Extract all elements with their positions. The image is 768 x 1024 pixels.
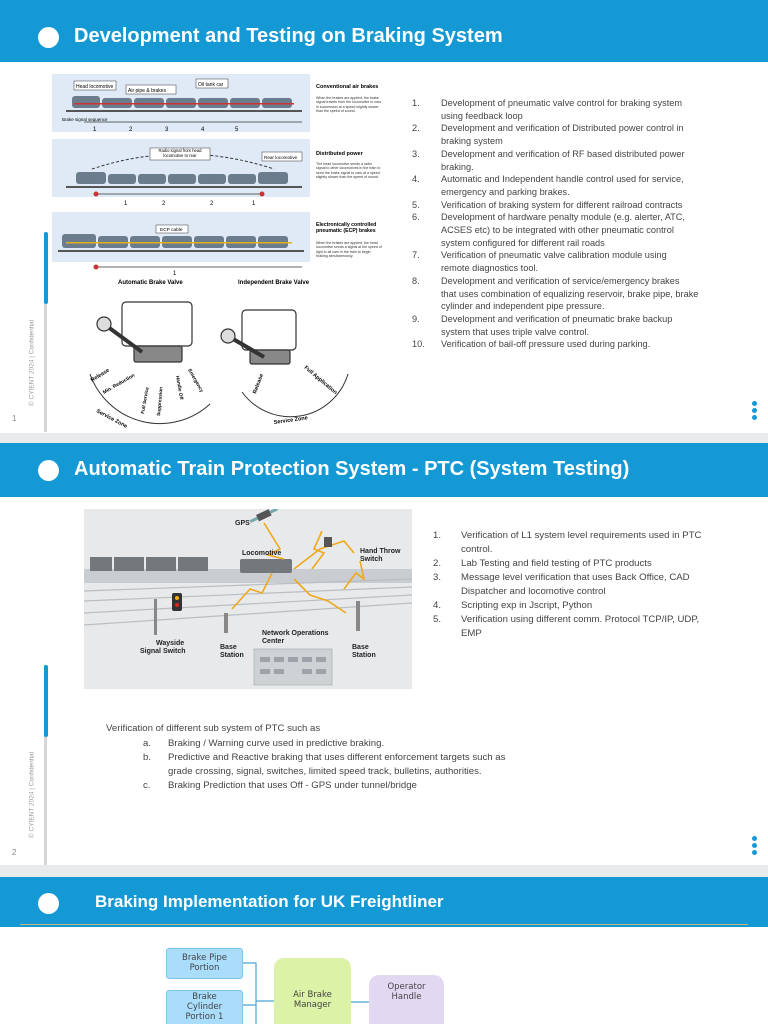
slide-header: Automatic Train Protection System - PTC … <box>0 443 768 497</box>
label-gps: GPS <box>235 520 250 527</box>
panel-body-conventional: When the brakes are applied, the brake s… <box>316 96 382 114</box>
slide-2: Automatic Train Protection System - PTC … <box>0 443 768 865</box>
valve-label-suppression: Suppression <box>156 387 165 417</box>
list-item: 3.Development and verification of RF bas… <box>412 148 685 172</box>
valve-label-min-reduction: Min. Reduction <box>102 373 136 396</box>
slide-1: Development and Testing on Braking Syste… <box>0 0 768 433</box>
label-noc: Network Operations <box>262 630 329 637</box>
valve-title-automatic: Automatic Brake Valve <box>118 280 183 286</box>
title-underline <box>20 924 748 925</box>
ptc-sublist: a.Braking / Warning curve used in predic… <box>143 737 583 793</box>
bullet-dot <box>38 893 59 914</box>
side-rule <box>43 665 48 865</box>
list-item: 9.Development and verification of pneuma… <box>412 313 673 337</box>
valve-label-full-application: Full Application <box>303 365 339 396</box>
list-item: 5.Verification of braking system for dif… <box>412 199 683 210</box>
panel-heading-distributed: Distributed power <box>316 151 364 157</box>
list-item: b.Predictive and Reactive braking that u… <box>143 752 506 777</box>
seq-number: 2 <box>210 201 214 207</box>
slide-header: Development and Testing on Braking Syste… <box>0 0 768 62</box>
valve-label-release-ind: Release <box>252 373 265 395</box>
label-base-station-left: Base <box>220 644 237 651</box>
bullet-dot <box>38 460 59 481</box>
page-number: 2 <box>12 848 17 857</box>
seq-number: 3 <box>165 127 169 133</box>
page-number: 1 <box>12 414 17 423</box>
seq-number: 1 <box>93 127 97 133</box>
label-locomotive: Locomotive <box>242 550 281 557</box>
ptc-figure: GPS Locomotive Hand Throw Switch Wayside… <box>84 509 412 689</box>
sub-intro: Verification of different sub system of … <box>106 723 321 734</box>
valve-label-release: Release <box>90 368 111 384</box>
list-item: 3.Message level verification that uses B… <box>433 572 690 597</box>
label-air-pipe: Air pipe & brakes <box>128 88 167 94</box>
panel-heading-conventional: Conventional air brakes <box>316 84 378 90</box>
list-item: 4.Scripting exp in Jscript, Python <box>433 600 593 611</box>
valve-label-full-service: Full Service <box>140 386 151 414</box>
label-rear-locomotive: Rear locomotive <box>264 155 298 160</box>
label-ecp-cable: ECP cable <box>160 227 183 233</box>
list-item: 6.Development of hardware penalty module… <box>412 212 685 248</box>
label-hand-throw: Switch <box>360 556 383 563</box>
slide-title: Development and Testing on Braking Syste… <box>74 25 503 47</box>
slide-3: Braking Implementation for UK Freightlin… <box>0 877 768 1024</box>
list-item: 4.Automatic and Independent handle contr… <box>412 174 684 197</box>
slide-title: Automatic Train Protection System - PTC … <box>74 458 630 480</box>
list-item: 1.Development of pneumatic valve control… <box>412 98 683 121</box>
panel-heading-ecp: Electronically controlled pneumatic (ECP… <box>316 222 377 235</box>
seq-number: 2 <box>129 127 133 133</box>
seq-number: 4 <box>201 127 205 133</box>
braking-list: 1.Development of pneumatic valve control… <box>412 97 730 351</box>
valve-label-handle-off: Handle Off <box>174 375 184 400</box>
valve-label-service-zone: Service Zone <box>95 408 128 429</box>
slide-header: Braking Implementation for UK Freightlin… <box>0 877 768 927</box>
seq-number: 5 <box>235 127 239 133</box>
valve-title-independent: Independent Brake Valve <box>238 280 310 286</box>
panel-body-distributed: The head locomotive sends a radio signal… <box>316 162 381 180</box>
list-item: 7.Verification of pneumatic valve calibr… <box>412 250 667 274</box>
label-brake-seq: Brake signal sequence <box>62 117 108 122</box>
label-base-station-left: Station <box>220 652 244 659</box>
seq-number: 1 <box>173 271 177 277</box>
seq-number: 1 <box>252 201 256 207</box>
label-radio-signal: Radio signal from head locomotive to rea… <box>158 148 202 159</box>
valve-label-emergency: Emergency <box>186 368 204 394</box>
diagram-connector-right <box>350 1001 372 1003</box>
valve-label-service-zone-ind: Service Zone <box>273 415 308 426</box>
list-item: c.Braking Prediction that uses Off - GPS… <box>143 780 417 791</box>
label-wayside: Wayside <box>156 640 184 647</box>
label-noc: Center <box>262 638 284 645</box>
label-wayside: Signal Switch <box>140 648 186 655</box>
more-options-icon[interactable] <box>750 836 758 858</box>
ptc-list: 1.Verification of L1 system level requir… <box>433 529 743 641</box>
list-item: a.Braking / Warning curve used in predic… <box>143 738 385 749</box>
slide-title: Braking Implementation for UK Freightlin… <box>95 892 444 911</box>
braking-figure: Head locomotive Air pipe & brakes Oil ta… <box>52 74 382 430</box>
list-item: 8.Development and verification of servic… <box>412 275 699 312</box>
copyright: © CYIENT 2024 | Confidential <box>28 751 36 839</box>
list-item: 5.Verification using different comm. Pro… <box>433 614 700 639</box>
list-item: 1.Verification of L1 system level requir… <box>433 530 702 555</box>
label-base-station-right: Base <box>352 644 369 651</box>
label-hand-throw: Hand Throw <box>360 548 401 555</box>
bullet-dot <box>38 27 59 48</box>
label-oil-tank-car: Oil tank car <box>198 82 224 88</box>
list-item: 2.Lab Testing and field testing of PTC p… <box>433 558 652 569</box>
copyright: © CYIENT 2024 | Confidential <box>28 319 36 407</box>
label-base-station-right: Station <box>352 652 376 659</box>
more-options-icon[interactable] <box>750 401 758 423</box>
seq-number: 1 <box>124 201 128 207</box>
panel-body-ecp: When the brakes are applied, the head lo… <box>316 241 382 259</box>
list-item: 10.Verification of bail-off pressure use… <box>412 339 651 350</box>
side-rule <box>43 232 48 432</box>
seq-number: 2 <box>162 201 166 207</box>
list-item: 2.Development and verification of Distri… <box>412 123 684 147</box>
label-head-locomotive: Head locomotive <box>76 84 113 90</box>
